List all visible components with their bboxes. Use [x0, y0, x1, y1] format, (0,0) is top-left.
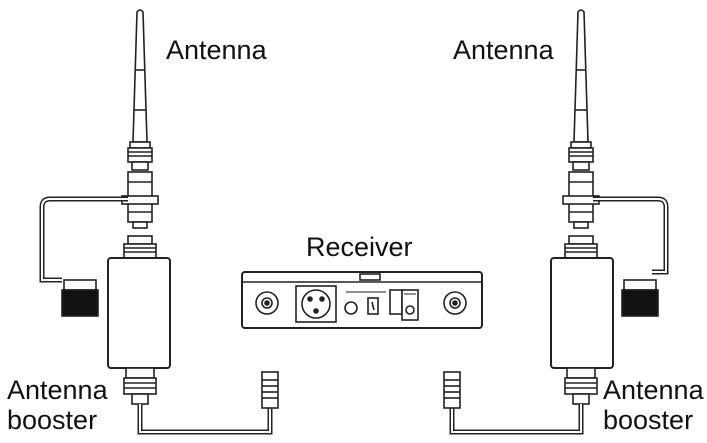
- receiver-label: Receiver: [306, 232, 413, 262]
- antenna-left-adapter: [121, 171, 159, 229]
- antenna-right: [568, 9, 594, 171]
- booster-left: [107, 235, 171, 405]
- antenna-right-label: Antenna: [453, 35, 554, 65]
- booster-left-label-line1: Antenna: [7, 375, 108, 405]
- receiver: [241, 271, 483, 329]
- cap-left: [61, 279, 99, 317]
- antenna-left-label: Antenna: [166, 35, 267, 65]
- booster-right: [550, 235, 614, 405]
- cable-left-bottom: [137, 371, 279, 435]
- cable-right-top: [593, 196, 669, 275]
- antenna-left: [127, 9, 153, 171]
- cable-left-top: [39, 196, 128, 283]
- cable-right-bottom: [443, 371, 584, 435]
- booster-right-label-line2: booster: [603, 405, 694, 435]
- booster-left-label-line2: booster: [7, 405, 98, 435]
- cap-right: [621, 279, 659, 317]
- booster-right-label-line1: Antenna: [603, 375, 704, 405]
